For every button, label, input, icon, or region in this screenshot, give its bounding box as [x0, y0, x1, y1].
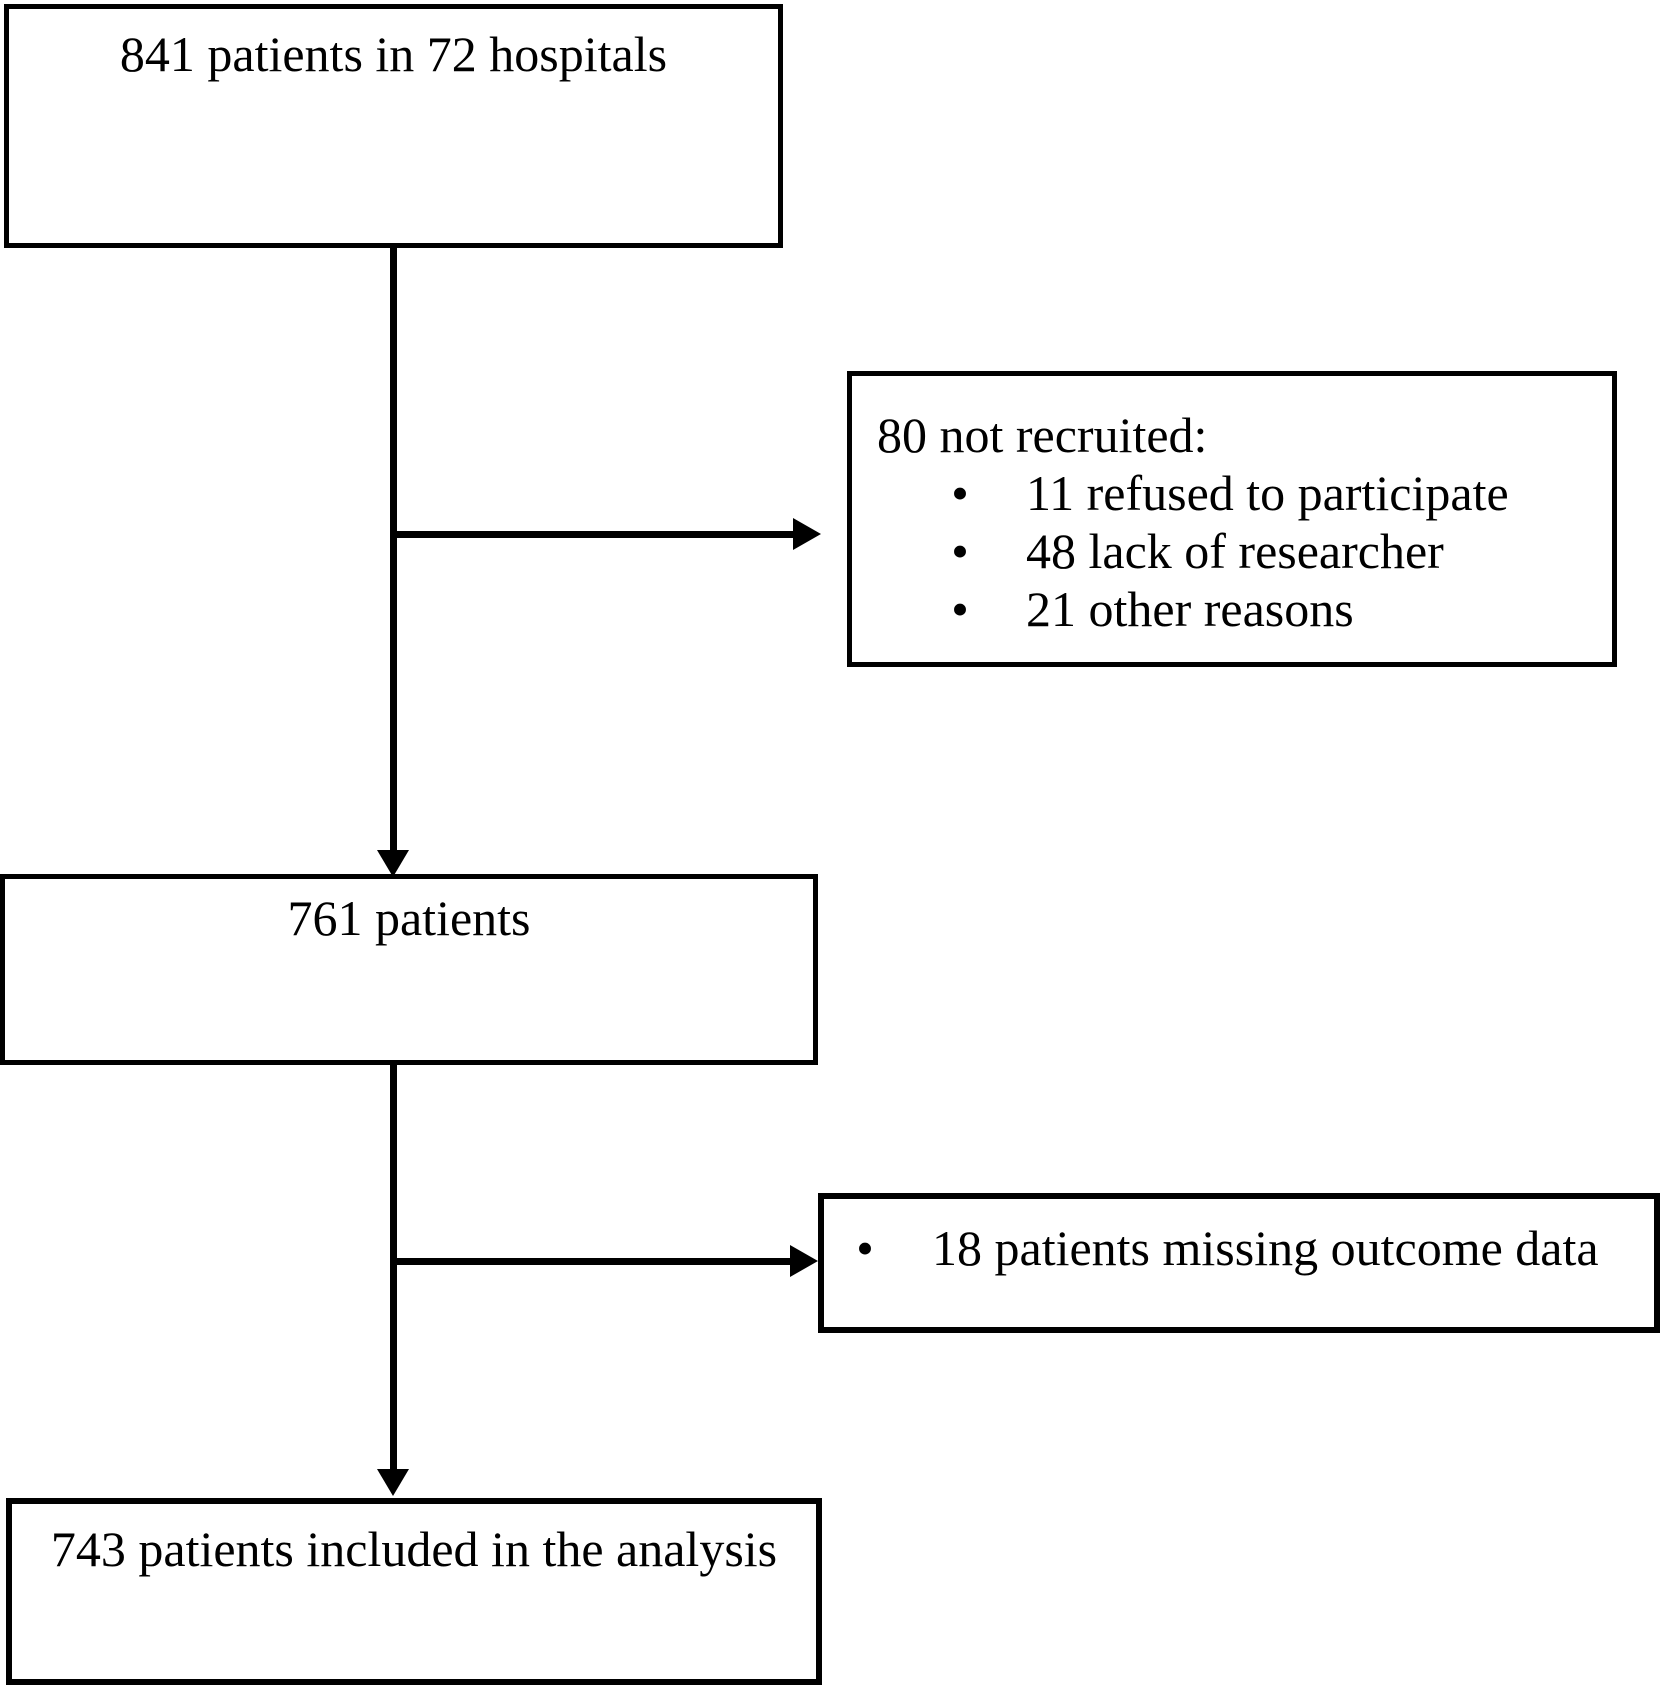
analyzed-box-label: 743 patients included in the analysis	[50, 1521, 778, 1577]
arrowhead-right-not-recruited	[793, 518, 821, 550]
connector-branch-missing-outcome	[393, 1258, 792, 1265]
bullet-icon: •	[951, 581, 969, 637]
missing-outcome-item: 18 patients missing outcome data	[932, 1220, 1599, 1276]
list-item: • 21 other reasons	[852, 580, 1612, 638]
not-recruited-item-lack-researcher: 48 lack of researcher	[1026, 523, 1444, 579]
not-recruited-item-refused: 11 refused to participate	[1026, 465, 1509, 521]
missing-outcome-box: • 18 patients missing outcome data	[818, 1193, 1660, 1333]
bullet-icon: •	[951, 465, 969, 521]
connector-recruited-to-analyzed	[390, 1065, 397, 1470]
bullet-icon: •	[856, 1220, 874, 1276]
analyzed-box: 743 patients included in the analysis	[6, 1498, 822, 1685]
recruited-box-label: 761 patients	[287, 890, 531, 946]
enrollment-box-label: 841 patients in 72 hospitals	[119, 26, 668, 82]
not-recruited-box: 80 not recruited: • 11 refused to partic…	[847, 371, 1617, 667]
not-recruited-heading: 80 not recruited:	[877, 407, 1208, 463]
arrowhead-down-analyzed	[377, 1469, 409, 1496]
enrollment-box: 841 patients in 72 hospitals	[4, 4, 783, 248]
connector-enrollment-to-recruited	[390, 246, 397, 853]
arrowhead-down-recruited	[377, 850, 409, 877]
arrowhead-right-missing-outcome	[790, 1245, 818, 1277]
connector-branch-not-recruited	[393, 531, 793, 538]
list-item: • 48 lack of researcher	[852, 522, 1612, 580]
bullet-icon: •	[951, 523, 969, 579]
recruited-box: 761 patients	[0, 874, 818, 1065]
not-recruited-item-other: 21 other reasons	[1026, 581, 1354, 637]
list-item: • 11 refused to participate	[852, 464, 1612, 522]
